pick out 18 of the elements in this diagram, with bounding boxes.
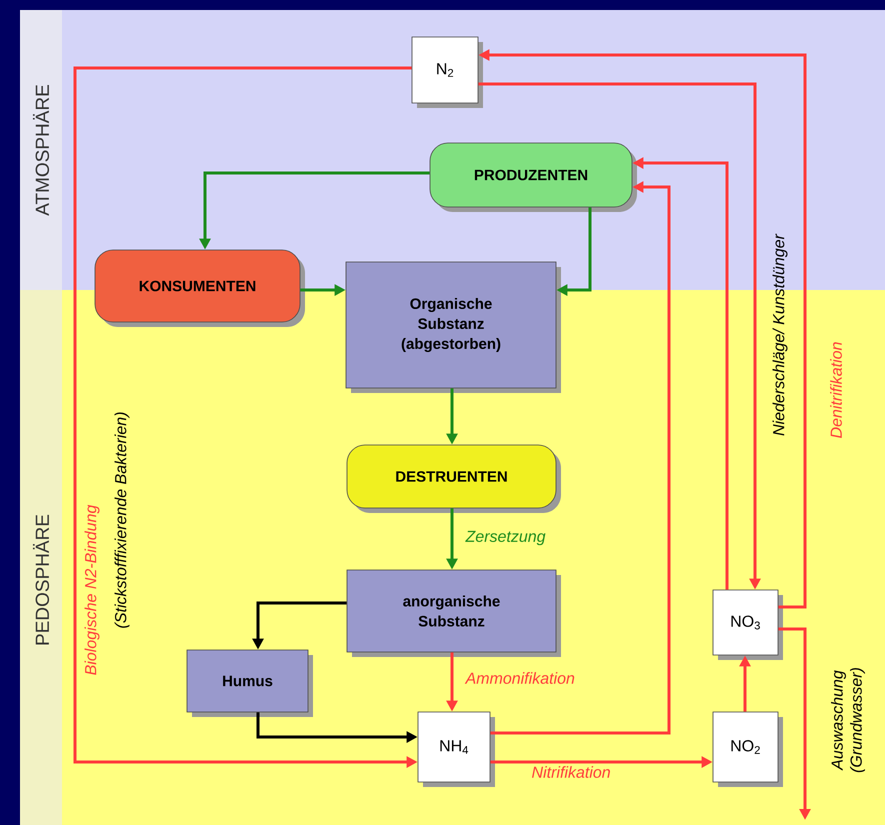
edge-label: Nitrifikation <box>532 766 610 778</box>
matter-box: Humus <box>186 650 313 717</box>
edge-label: Denitrifikation <box>830 342 842 438</box>
chemical-box: N$_{2}$ <box>412 36 483 108</box>
edge-label: Auswaschung (Grundwasser) <box>831 668 865 772</box>
edge-label: Niederschläge/ Kunstdünger <box>772 234 788 436</box>
organism-box: PRODUZENTEN <box>430 142 637 212</box>
chemical-box: NO$_{3}$ <box>712 590 783 660</box>
edge-label: Ammonifikation <box>464 672 574 684</box>
organism-box: KONSUMENTEN <box>94 250 305 327</box>
edge-label: Biologische N2-Bindung <box>84 504 100 675</box>
edge-label: Zersetzung <box>465 530 546 546</box>
organism-box: DESTRUENTEN <box>346 444 561 513</box>
note: (Stickstofffixierende Bakterien) <box>114 412 130 628</box>
chemical-box: NH$_{4}$ <box>418 712 495 787</box>
chemical-box: NO$_{2}$ <box>712 712 783 787</box>
matter-box: Organische Substanz (abgestorben) <box>346 262 561 393</box>
matter-box: anorganische Substanz <box>346 570 561 657</box>
